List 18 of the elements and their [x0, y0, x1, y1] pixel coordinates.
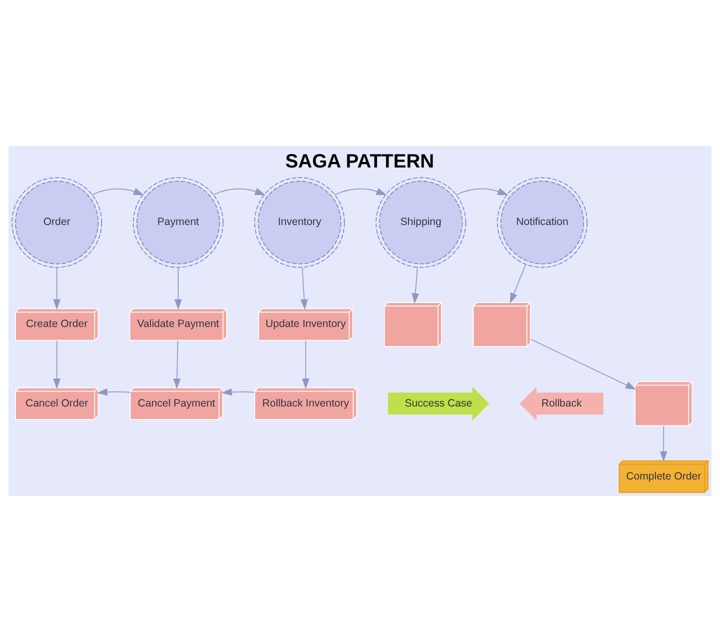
- arrow: [213, 187, 266, 195]
- arrow: [302, 340, 310, 389]
- arrow: [174, 266, 182, 310]
- arrow: [456, 187, 508, 195]
- arrow: [96, 388, 130, 396]
- arrow: [53, 340, 61, 389]
- arrow: [92, 187, 144, 195]
- arrow: [334, 187, 387, 195]
- diagram-title: SAGA PATTERN: [285, 150, 434, 172]
- arrow: [53, 266, 61, 310]
- arrow: [510, 264, 526, 303]
- arrow: [412, 266, 420, 304]
- arrow: [300, 266, 308, 310]
- arrow: [530, 338, 636, 390]
- arrow: [221, 388, 255, 396]
- arrow: [660, 424, 668, 462]
- node-circle: Order: [12, 176, 102, 268]
- arrow: [173, 340, 181, 389]
